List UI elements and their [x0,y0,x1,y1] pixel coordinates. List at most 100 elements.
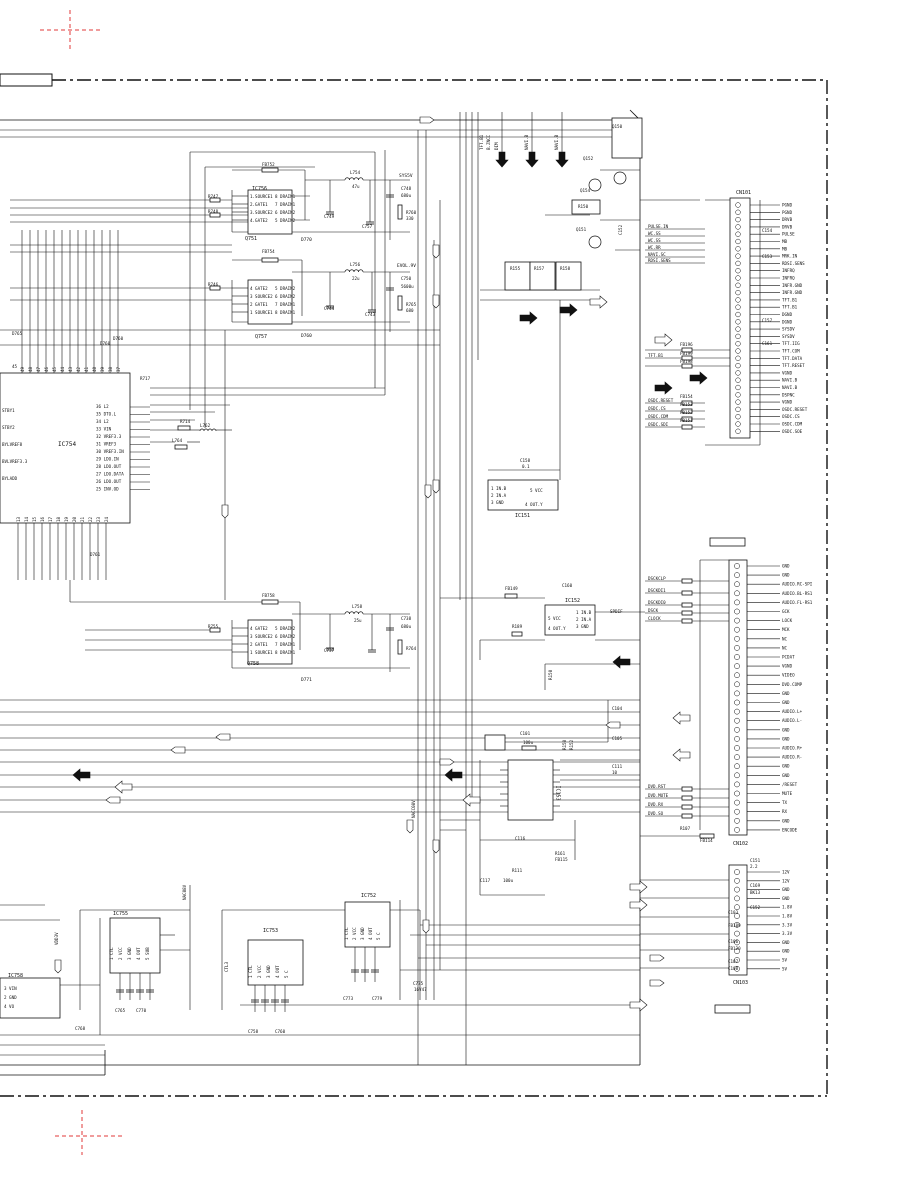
ref: C760 [275,1029,286,1034]
cn102-pin-name: GND [782,764,790,769]
cn102-tag [709,537,746,547]
cn103-pin-name: GND [782,949,790,954]
pin-label: 3 VIN [4,986,17,991]
cn103-pin [734,886,740,893]
cn102-pin [734,608,740,615]
signal-arrow-down [495,151,509,168]
cn102-pin-name: VGND [782,664,793,669]
title-box [0,73,53,87]
ref: TFT.B1 [479,134,484,150]
pin-number: 48 [28,366,33,372]
ref: Q154 [580,188,591,193]
cn101-pin-name: RDSI.SENS [782,261,805,266]
resistor [681,602,693,608]
ref: FB752 [262,162,275,167]
val: 5600u [401,284,414,289]
pin-label: 8 DRAIN1 [275,310,296,315]
cn101-pin-name: PGND [782,210,793,215]
pin-number: 18 [56,516,61,522]
cn103-pin-name: 12V [782,878,790,883]
signal-arrow [654,381,673,395]
cn102-pin [734,654,740,660]
pin-label: 7 DRAIN1 [275,302,296,307]
cn101-pin-name: TFT.DATA [782,356,803,361]
chip-label-q758: Q758 [247,661,260,667]
cn102-pin [734,581,740,588]
ref: FB754 [262,249,275,254]
cn101-pin-name: DRVB [782,224,793,229]
registration-mark-bottom [55,1110,125,1155]
pin-number: 40 [92,366,97,372]
cn102-pin [734,690,740,697]
ref: L762 [200,423,211,428]
ref: C108 [728,966,739,971]
cn101-pin-name: VGND [782,400,793,405]
pin-label: 6 DRAIN2 [275,634,296,639]
signal-name: OSDC.SDI [648,422,669,427]
cn103-pin [734,957,740,963]
pin-label: 6 DRAIN2 [275,294,296,299]
registration-mark-top [40,10,100,50]
pin-label: 5 DRAIN2 [275,286,296,291]
pin-label: 3 GND [127,947,132,960]
cn103-pin-name: 1.8V [782,905,793,910]
ref: C117 [480,878,491,883]
signal-name: DVD.RX [648,802,664,807]
cn102-pin [734,745,740,751]
net-tag-vertical [54,959,62,974]
net-tag-vertical [432,244,440,259]
cn101-pin [735,304,741,310]
pin-label: 1 CTL [109,947,114,960]
ref: C111 [612,764,623,769]
cn101-pin-name: MRK.IN [782,254,798,259]
cn102-pin-name: LOCK [782,618,793,623]
cn101-pin-name: INFRQ [782,268,795,273]
pin-number: 39 [100,366,105,372]
chip-label-ic754: IC754 [58,441,77,448]
ic752-body [344,901,391,948]
resistor [681,400,693,406]
cn101-pin [735,348,741,354]
pin-label: 7 DRAIN1 [275,202,296,207]
components [0,116,751,1019]
cn103-pin [734,921,740,928]
cn103-pin-name: GND [782,940,790,945]
ref: FB154 [680,394,693,399]
ref: R157 [534,266,545,271]
pin-number: 43 [68,366,73,372]
cn102-pin-name: NC [782,636,788,641]
ref: Q152 [583,156,594,161]
ref: L758 [352,604,363,609]
ref: NAC08V [182,884,187,900]
ref: FB115 [555,857,568,862]
cn101-pin [735,224,741,230]
cn102-pin-name: AUDIO.RC-SPI [782,582,813,587]
ref: C105 [612,736,623,741]
pin-label: 2 GATE1 [250,642,268,647]
ref: DIM [494,142,499,150]
signal-arrow [114,780,133,794]
ref: R748 [208,209,219,214]
ref: C757 [362,224,373,229]
ic153-body [507,759,554,821]
cn101-pin-name: INFRQ [782,276,795,281]
cn102-pin [734,717,740,724]
val: 25u [354,618,362,623]
resistor [174,444,188,450]
cn101-pin [735,392,741,398]
ref: R150 [562,739,567,750]
ref: B.ZNCC [486,134,491,150]
cn101-pin-name: TFT.COM [782,349,800,354]
chip-label-ic758: IC758 [8,973,24,979]
chip-label-ic152: IC152 [565,598,581,604]
cn103-pin [734,895,740,902]
cn101-pin [735,399,741,405]
ref: C775 [413,981,424,986]
signal-name: RDSI.SENS [648,258,671,263]
ref: C744 [324,306,335,311]
ref: FB153 [680,402,693,407]
cn102-pin [734,817,740,824]
cn103-pin [734,904,740,911]
